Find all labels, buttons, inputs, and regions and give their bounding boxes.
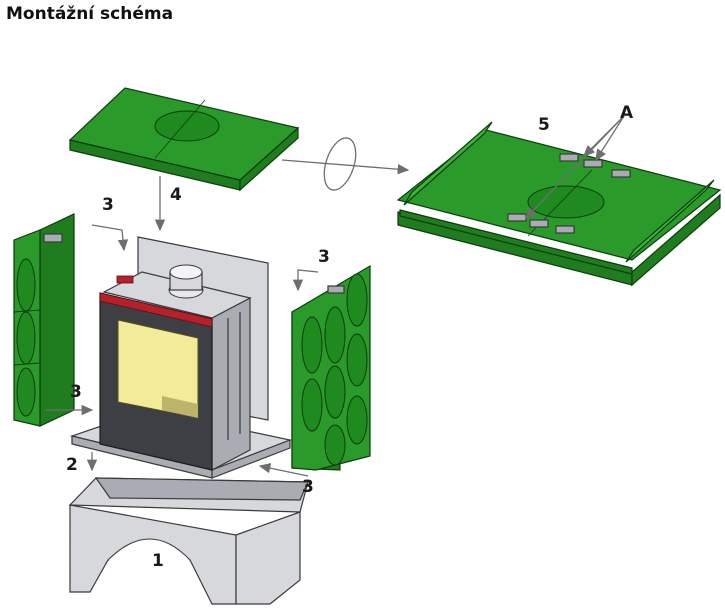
label-part-3-bottom: 3 (302, 477, 314, 497)
page-title: Montážní schéma (6, 4, 174, 24)
label-detail-a: A (620, 103, 634, 123)
top-plate-rotated (396, 121, 722, 287)
label-part-2: 2 (66, 455, 78, 475)
stove-base (68, 477, 309, 605)
label-part-4: 4 (170, 185, 182, 205)
label-part-1: 1 (152, 551, 164, 571)
side-panel-left (13, 213, 75, 427)
side-panel-right (291, 264, 371, 471)
label-part-3-left: 3 (102, 195, 114, 215)
rotation-arrow (281, 137, 410, 191)
label-part-3-left-low: 3 (70, 382, 82, 402)
label-part-3-right: 3 (318, 247, 330, 267)
top-plate-flat (68, 87, 300, 192)
assembly-arrows (46, 115, 625, 477)
label-part-5: 5 (538, 115, 550, 135)
stove-body (69, 236, 293, 479)
